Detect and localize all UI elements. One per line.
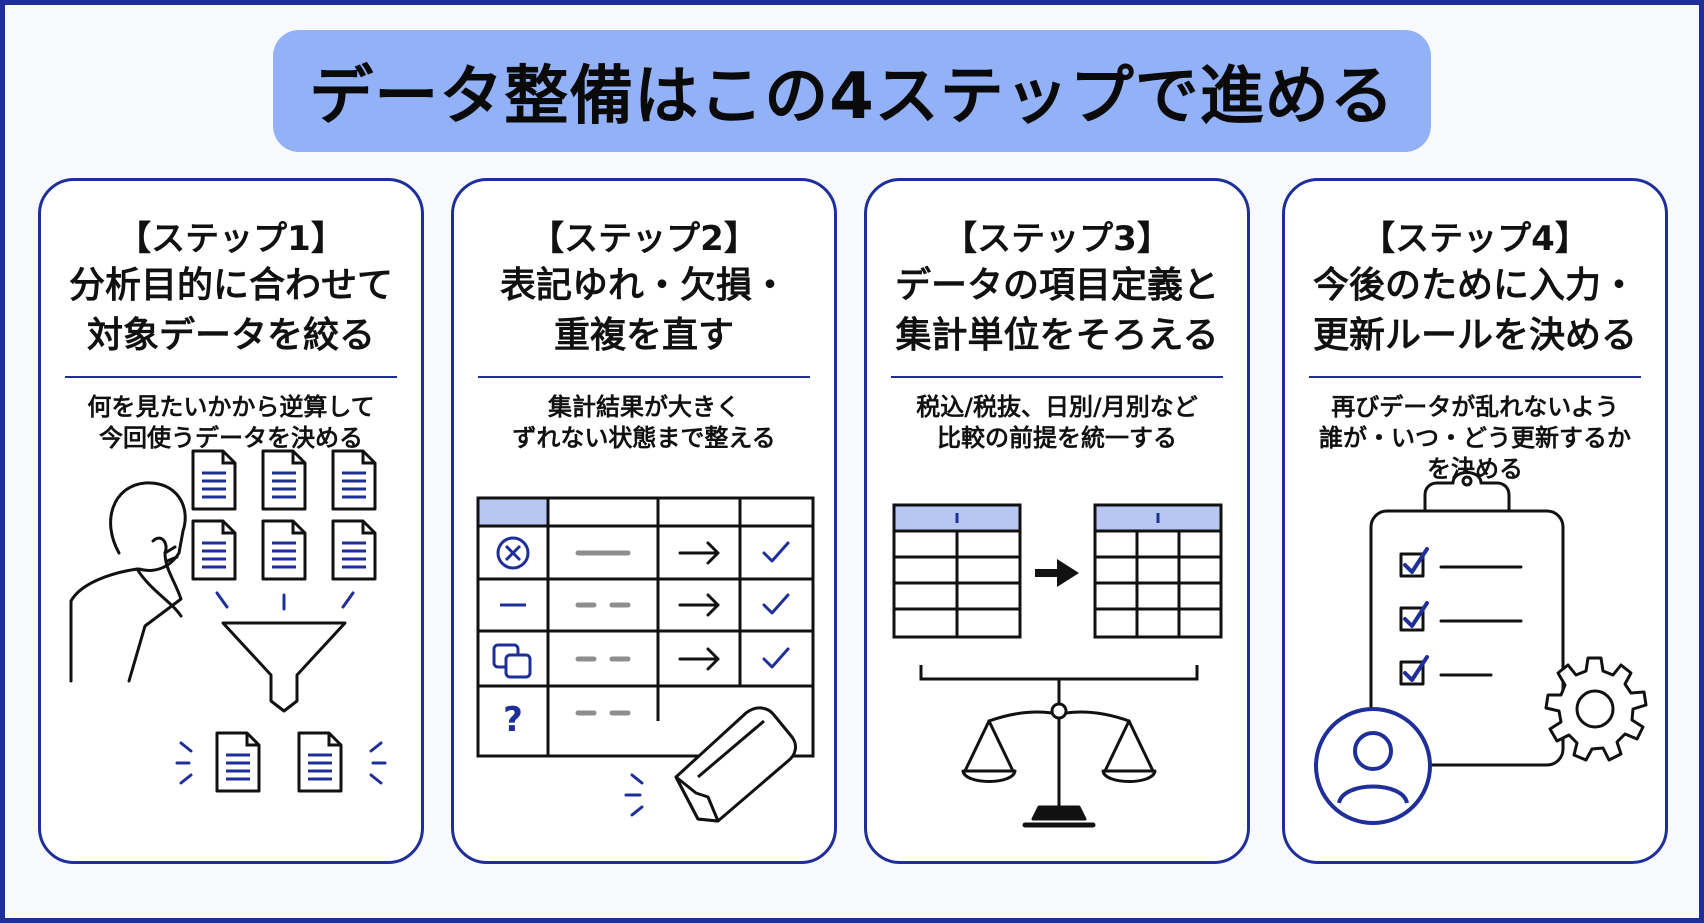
divider: [891, 376, 1223, 378]
divider: [478, 376, 810, 378]
step-heading: 今後のために入力・ 更新ルールを決める: [1285, 261, 1665, 361]
step-description: 集計結果が大きく ずれない状態まで整える: [454, 392, 834, 454]
step-heading: データの項目定義と 集計単位をそろえる: [867, 261, 1247, 361]
step-heading-line: データの項目定義と: [894, 265, 1219, 306]
arrow-right-icon: [1035, 559, 1079, 587]
document-icon: [191, 449, 377, 581]
arrow-right-icon: [678, 541, 720, 671]
title-banner: データ整備はこの4ステップで進める: [273, 30, 1431, 152]
step-description: 再びデータが乱れないよう 誰が・いつ・どう更新するか を決める: [1285, 392, 1665, 485]
step-heading-line: 表記ゆれ・欠損・: [499, 265, 788, 306]
balance-scale-icon: [961, 702, 1157, 828]
step-heading-line: 集計単位をそろえる: [895, 315, 1219, 356]
step-heading-line: 今後のために入力・: [1312, 265, 1637, 306]
step-heading-line: 更新ルールを決める: [1312, 315, 1637, 356]
person-thinking-icon: [69, 481, 187, 683]
step-description-line: 何を見たいかから逆算して: [87, 393, 375, 421]
step-card-4: 【ステップ4】 今後のために入力・ 更新ルールを決める 再びデータが乱れないよう…: [1282, 178, 1668, 864]
align-definitions-illustration: [892, 503, 1223, 828]
table-icon: [1093, 503, 1223, 639]
step-card-3: 【ステップ3】 データの項目定義と 集計単位をそろえる 税込/税抜、日別/月別な…: [864, 178, 1250, 864]
step-label: 【ステップ2】: [530, 219, 758, 259]
step-heading-line: 重複を直す: [553, 315, 734, 356]
step-card-2: 【ステップ2】 表記ゆれ・欠損・ 重複を直す 集計結果が大きく ずれない状態まで…: [451, 178, 837, 864]
step-heading: 分析目的に合わせて 対象データを絞る: [41, 261, 421, 361]
user-icon: [1314, 707, 1432, 825]
page-title: データ整備はこの4ステップで進める: [309, 60, 1395, 134]
divider: [1309, 376, 1641, 378]
step-description-line: ずれない状態まで整える: [512, 424, 776, 452]
step-description-line: 誰が・いつ・どう更新するか: [1319, 424, 1631, 452]
step-card-1: 【ステップ1】 分析目的に合わせて 対象データを絞る 何を見たいかから逆算して …: [38, 178, 424, 864]
table-icon: [892, 503, 1022, 639]
eraser-icon: [674, 706, 797, 823]
step-description-line: 比較の前提を統一する: [937, 424, 1177, 452]
check-icon: [762, 541, 790, 669]
step-heading-line: 分析目的に合わせて: [68, 265, 393, 306]
step-description: 何を見たいかから逆算して 今回使うデータを決める: [41, 392, 421, 454]
error-circle-icon: [496, 536, 530, 570]
step-heading-line: 対象データを絞る: [86, 315, 375, 356]
divider: [65, 376, 397, 378]
cleaning-table-illustration: ?: [476, 496, 815, 823]
step-label: 【ステップ4】: [1361, 219, 1589, 259]
step-label: 【ステップ1】: [117, 219, 345, 259]
step-description: 税込/税抜、日別/月別など 比較の前提を統一する: [867, 392, 1247, 454]
update-rules-illustration: [1314, 471, 1648, 825]
step-description-line: 再びデータが乱れないよう: [1331, 393, 1619, 421]
step-description-line: 今回使うデータを決める: [99, 424, 363, 452]
step-label: 【ステップ3】: [943, 219, 1171, 259]
step-description-line: 集計結果が大きく: [548, 393, 740, 421]
step-description-line: 税込/税抜、日別/月別など: [916, 393, 1198, 421]
document-icon: [215, 731, 343, 793]
filter-data-illustration: [69, 449, 387, 793]
gear-icon: [1544, 656, 1648, 762]
funnel-icon: [221, 621, 347, 713]
step-heading: 表記ゆれ・欠損・ 重複を直す: [454, 261, 834, 361]
duplicate-icon: [492, 643, 532, 679]
question-icon: ?: [503, 700, 523, 740]
